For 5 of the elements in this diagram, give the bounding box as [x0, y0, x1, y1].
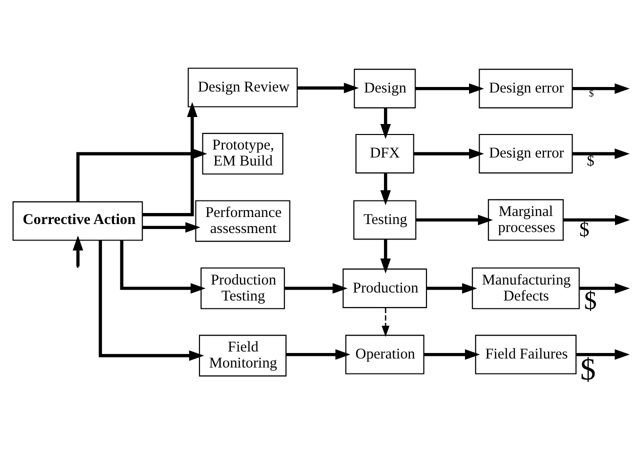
edge-label: $: [579, 218, 590, 241]
edge-label: $: [586, 153, 594, 170]
edge-label: $: [580, 350, 596, 386]
edge-label: $: [584, 285, 597, 314]
edge-label: $: [589, 88, 594, 99]
